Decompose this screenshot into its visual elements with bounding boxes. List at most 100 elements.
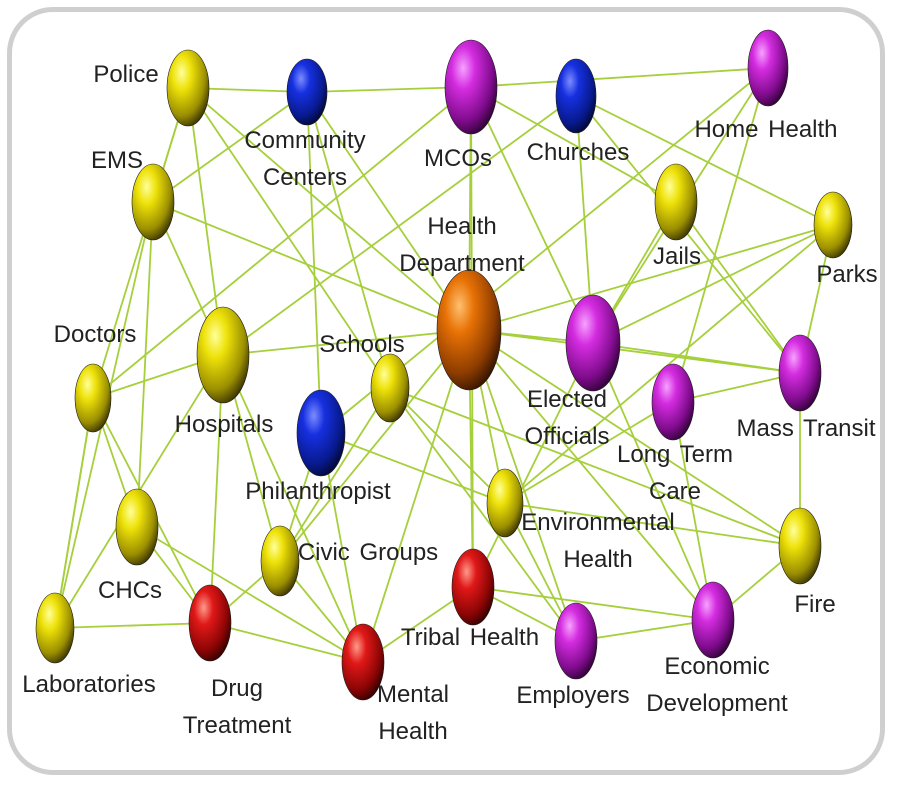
edge-hospitals-mental <box>222 354 364 663</box>
node-label-line: Parks <box>816 261 877 288</box>
edge-community-ems <box>152 91 308 203</box>
edge-schools-envhealth <box>389 387 506 504</box>
node-label-chcs: CHCs <box>98 577 162 604</box>
node-parks <box>813 191 853 259</box>
node-label-line: Hospitals <box>175 411 274 438</box>
node-label-line: Tribal Health <box>401 624 539 651</box>
node-label-line: Jails <box>653 243 701 270</box>
node-label-line: Development <box>646 690 788 717</box>
node-label-homehealth: Home Health <box>694 116 837 143</box>
edge-tribal-econdev <box>472 586 714 621</box>
node-jails <box>654 163 698 241</box>
edge-elected-econdev <box>592 342 714 621</box>
edge-community-healthdept <box>306 91 470 331</box>
edge-parks-healthdept <box>468 224 834 331</box>
edge-police-schools <box>187 87 391 389</box>
node-label-line: Elected <box>527 386 607 413</box>
node-label-line: Civic Groups <box>298 539 438 566</box>
nodes-layer <box>35 29 853 701</box>
node-label-civic: Civic Groups <box>298 539 438 566</box>
node-label-line: Home Health <box>694 116 837 143</box>
node-label-churches: Churches <box>527 139 630 166</box>
node-label-line: EMS <box>91 147 143 174</box>
edge-elected-tribal <box>472 342 594 588</box>
node-label-line: Treatment <box>183 712 292 739</box>
edge-labs-doctors <box>54 397 94 629</box>
edge-healthdept-hospitals <box>222 329 470 356</box>
edge-schools-fire <box>389 387 801 547</box>
edge-community-philanthropist <box>306 91 322 434</box>
node-chcs <box>115 488 159 566</box>
node-drug <box>188 584 232 662</box>
node-label-line: Health <box>427 213 496 240</box>
node-hospitals <box>196 306 250 404</box>
node-label-mcos: MCOs <box>424 145 492 172</box>
node-label-line: MCOs <box>424 145 492 172</box>
edge-ems-healthdept <box>152 201 470 331</box>
node-label-employers: Employers <box>516 682 629 709</box>
edge-churches-parks <box>575 95 834 226</box>
edge-masstransit-longterm <box>672 372 801 403</box>
edge-fire-healthdept <box>468 329 801 547</box>
edge-longterm-envhealth <box>504 401 674 504</box>
node-label-line: Long Term <box>617 441 733 468</box>
edge-chcs-mental <box>136 526 364 663</box>
node-doctors <box>74 363 112 433</box>
edge-employers-econdev <box>575 619 714 642</box>
node-label-ems: EMS <box>91 147 143 174</box>
node-label-line: CHCs <box>98 577 162 604</box>
node-elected <box>565 294 621 392</box>
node-label-line: Police <box>93 61 158 88</box>
node-label-philanthropist: Philanthropist <box>245 478 391 505</box>
edge-mcos-doctors <box>92 86 472 399</box>
node-mental <box>341 623 385 701</box>
edge-churches-masstransit <box>575 95 801 374</box>
edge-healthdept-econdev <box>468 329 714 621</box>
edge-healthdept-mental <box>362 329 470 663</box>
node-police <box>166 49 210 127</box>
node-envhealth <box>486 468 524 538</box>
edge-churches-hospitals <box>222 95 577 356</box>
node-label-parks: Parks <box>816 261 877 288</box>
node-label-line: Philanthropist <box>245 478 391 505</box>
node-ems <box>131 163 175 241</box>
node-label-line: Health <box>563 546 632 573</box>
node-label-line: Community <box>244 127 365 154</box>
node-community <box>286 58 328 126</box>
edge-parks-elected <box>592 224 834 344</box>
node-label-line: Department <box>399 250 525 277</box>
node-label-schools: Schools <box>319 331 404 358</box>
edge-labs-drug <box>54 622 211 629</box>
node-tribal <box>451 548 495 626</box>
node-label-jails: Jails <box>653 243 701 270</box>
node-label-line: Health <box>378 718 447 745</box>
edge-envhealth-fire <box>504 502 801 547</box>
node-label-line: Drug <box>211 675 263 702</box>
node-fire <box>778 507 822 585</box>
node-label-line: Officials <box>525 423 610 450</box>
node-longterm <box>651 363 695 441</box>
edge-parks-envhealth <box>504 224 834 504</box>
node-label-line: Churches <box>527 139 630 166</box>
node-schools <box>370 353 410 423</box>
edge-schools-employers <box>389 387 577 642</box>
edge-police-healthdept <box>187 87 470 331</box>
node-civic <box>260 525 300 597</box>
edge-philanthropist-envhealth <box>320 432 506 504</box>
node-label-masstransit: Mass Transit <box>736 415 875 442</box>
node-label-line: Employers <box>516 682 629 709</box>
node-label-line: Mental <box>377 681 449 708</box>
node-churches <box>555 58 597 134</box>
node-mcos <box>444 39 498 135</box>
diagram-frame <box>7 7 885 775</box>
